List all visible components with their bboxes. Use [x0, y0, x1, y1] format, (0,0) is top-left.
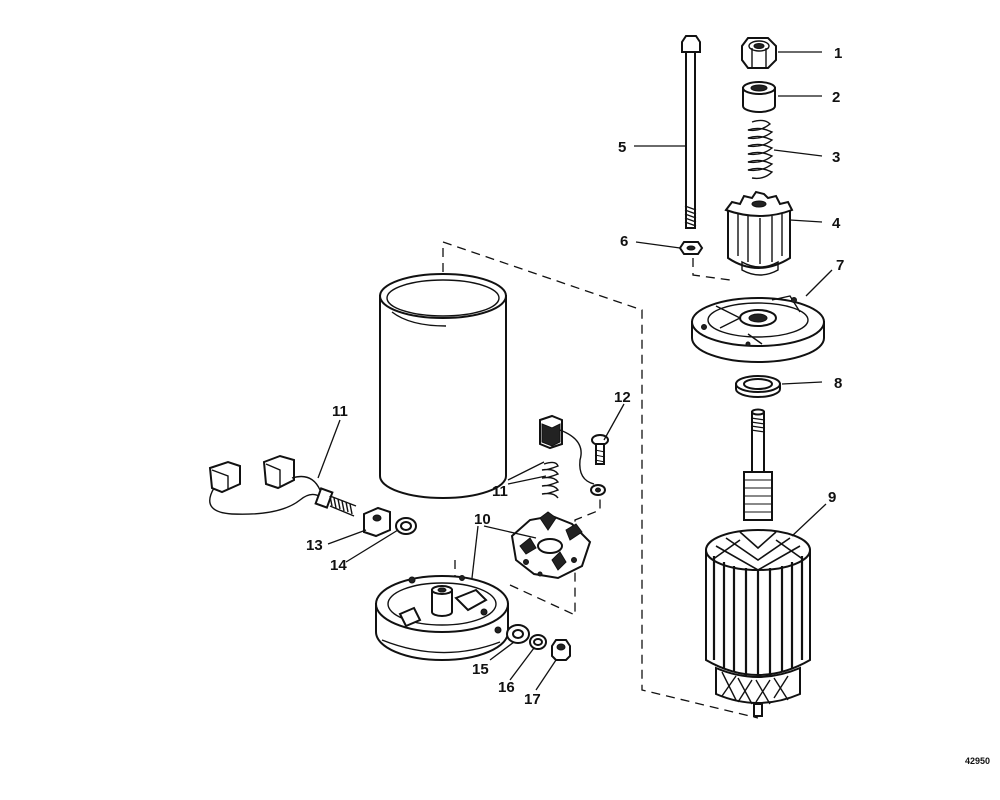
thrust-washer-part [735, 375, 781, 398]
commutator-end-head-part [375, 575, 509, 661]
callout-labels: 1 2 3 4 5 6 7 8 9 10 11 11 12 13 14 15 1… [306, 45, 844, 708]
washer-15-part [506, 624, 530, 644]
washer-16-part [529, 634, 547, 650]
brush-spring-lead-part [539, 414, 606, 499]
callout-9: 9 [828, 489, 836, 506]
insulating-washer-part [395, 517, 417, 535]
brush-holder-plate-part [510, 511, 592, 580]
terminal-block-part [363, 506, 391, 538]
field-housing-part [379, 273, 507, 499]
callout-10: 10 [474, 511, 491, 528]
callout-6: 6 [620, 233, 628, 250]
callout-14: 14 [330, 557, 347, 574]
armature-part [705, 408, 811, 717]
callout-13: 13 [306, 537, 323, 554]
through-bolt-part [681, 35, 701, 229]
leader-lines [317, 51, 833, 691]
callout-7: 7 [836, 257, 844, 274]
hex-nut-part [741, 37, 777, 69]
small-washer-part [678, 241, 704, 255]
coil-spring-part [747, 119, 774, 180]
hex-nut-17-part [551, 639, 571, 661]
callout-12: 12 [614, 389, 631, 406]
callout-1: 1 [834, 45, 842, 62]
end-cap-flange-part [691, 295, 825, 363]
callout-5: 5 [618, 139, 626, 156]
pinion-gear-part [724, 190, 794, 276]
callout-11-left: 11 [332, 403, 348, 420]
terminal-screw-part [591, 434, 609, 465]
spacer-collar-part [742, 81, 776, 113]
callout-4: 4 [832, 215, 841, 232]
callout-3: 3 [832, 149, 840, 166]
callout-15: 15 [472, 661, 489, 678]
callout-17: 17 [524, 691, 541, 708]
callout-11-center: 11 [492, 483, 508, 500]
callout-8: 8 [834, 375, 842, 392]
callout-2: 2 [832, 89, 840, 106]
reference-number: 42950 [964, 756, 990, 766]
callout-16: 16 [498, 679, 515, 696]
brush-lead-assembly-part [208, 454, 357, 517]
